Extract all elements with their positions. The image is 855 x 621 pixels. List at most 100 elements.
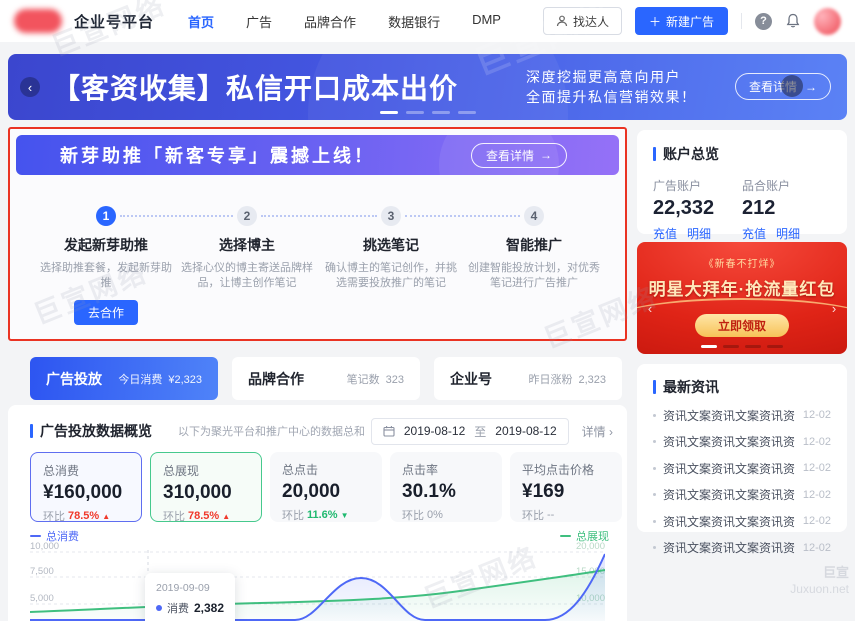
news-item[interactable]: 资讯文案资讯文案资讯资...12-02 — [653, 539, 831, 556]
y-right-tick: 20,000 — [576, 542, 605, 552]
news-item[interactable]: 资讯文案资讯文案资讯资...12-02 — [653, 513, 831, 530]
go-cooperate-button[interactable]: 去合作 — [74, 300, 138, 325]
latest-news-header: 最新资讯 — [653, 377, 831, 397]
date-to-value[interactable]: 2019-08-12 — [495, 424, 557, 438]
claim-now-button[interactable]: 立即领取 — [695, 314, 789, 337]
carousel-prev-icon[interactable]: ‹ — [20, 77, 40, 97]
legend-total-impressions[interactable]: 总展现 — [560, 528, 609, 544]
hero-carousel-indicators[interactable] — [379, 111, 476, 114]
onboarding-steps: 1 发起新芽助推 选择助推套餐，发起新芽助推 去合作 2 选择博主 选择心仪的博… — [10, 175, 625, 339]
news-item-text[interactable]: 资讯文案资讯文案资讯资... — [663, 488, 795, 502]
indicator-dash[interactable] — [745, 345, 761, 348]
sprout-banner-cta-button[interactable]: 查看详情 → — [470, 142, 567, 168]
step-4-desc: 创建智能投放计划，对优秀笔记进行广告推广 — [468, 262, 600, 289]
account-overview-header: 账户总览 — [653, 144, 831, 164]
nav-home[interactable]: 首页 — [188, 14, 215, 30]
news-item[interactable]: 资讯文案资讯文案资讯资...12-02 — [653, 433, 831, 450]
watermark-site: 巨宣 Juxuon.net — [790, 565, 849, 597]
indicator-dash[interactable] — [701, 345, 717, 348]
user-avatar[interactable] — [814, 7, 841, 35]
indicator-dash[interactable] — [405, 111, 424, 114]
news-item-text[interactable]: 资讯文案资讯文案资讯资... — [663, 461, 795, 476]
bullet-dot — [653, 413, 656, 417]
sprout-banner-title: 新芽助推「新客专享」震撼上线！ — [60, 146, 375, 166]
news-item[interactable]: 资讯文案资讯文案资讯资...12-02 — [653, 460, 831, 477]
bullet-dot — [653, 440, 656, 443]
account-overview-title: 账户总览 — [663, 146, 719, 162]
account-overview-card: 账户总览 广告账户 22,332 充值 明细 品合账户 212 充值 明细 — [637, 130, 847, 241]
date-from-value[interactable]: 2019-08-12 — [403, 424, 466, 438]
stat-label: 总消费 — [43, 464, 80, 478]
tab-ad-delivery[interactable]: 广告投放 今日消费¥2,323 — [30, 357, 218, 400]
carousel-next-icon[interactable] — [781, 75, 803, 97]
person-icon — [556, 15, 568, 27]
stat-value: 310,000 — [163, 482, 232, 503]
step-3-title: 挑选笔记 — [363, 237, 419, 253]
campaign-carousel-indicators[interactable] — [701, 345, 783, 348]
sprout-boost-banner[interactable]: 新芽助推「新客专享」震撼上线！ 查看详情 → — [16, 135, 619, 175]
carousel-next-icon[interactable]: › — [831, 300, 837, 316]
find-talent-button[interactable]: 找达人 — [542, 7, 622, 35]
annotation-red-box: 新芽助推「新客专享」震撼上线！ 查看详情 → 1 发起新芽助推 选择助推套餐，发… — [8, 127, 627, 341]
indicator-dash[interactable] — [431, 111, 450, 114]
campaign-banner[interactable]: 《新春不打烊》 明星大拜年·抢流量红包 立即领取 ‹ › — [637, 242, 847, 354]
detail-link[interactable]: 明细 — [687, 227, 712, 241]
tab-label: 企业号 — [450, 370, 492, 387]
step-1-number: 1 — [96, 206, 116, 226]
indicator-dash[interactable] — [767, 345, 783, 348]
find-talent-label: 找达人 — [572, 14, 609, 29]
news-item[interactable]: 资讯文案资讯文案资讯资...12-02 — [653, 407, 831, 424]
title-bar-accent — [653, 147, 656, 161]
plus-icon: ＋ — [648, 14, 661, 29]
bell-icon[interactable] — [785, 13, 801, 29]
stat-avg-cpc[interactable]: 平均点击价格 ¥169 环比-- — [510, 452, 622, 522]
trend-line-chart[interactable]: 10,000 7,500 5,000 20,000 15,000 10,000 — [30, 542, 605, 621]
news-item-text[interactable]: 资讯文案资讯文案资讯资... — [663, 435, 795, 449]
overview-hint: 以下为聚光平台和推广中心的数据总和 — [178, 426, 365, 438]
tooltip-series-label: 消费 — [167, 603, 189, 615]
new-ad-button[interactable]: ＋ 新建广告 — [634, 7, 728, 35]
news-item-date: 12-02 — [802, 488, 831, 501]
change-value: 0% — [427, 509, 443, 521]
sprout-cta-label: 查看详情 — [485, 148, 534, 163]
indicator-dash[interactable] — [379, 111, 398, 114]
news-item-text[interactable]: 资讯文案资讯文案资讯资... — [663, 514, 795, 529]
carousel-prev-icon[interactable]: ‹ — [647, 300, 653, 316]
news-item-text[interactable]: 资讯文案资讯文案资讯资... — [663, 408, 795, 423]
step-3: 3 挑选笔记 确认博主的笔记创作，并挑选需要投放推广的笔记 — [316, 206, 466, 291]
top-navbar: 企业号平台 首页 广告 品牌合作 数据银行 DMP 找达人 ＋ 新建广告 ? — [0, 0, 855, 42]
date-range-picker[interactable]: 2019-08-12 至 2019-08-12 — [370, 417, 569, 445]
news-item[interactable]: 资讯文案资讯文案资讯资... 12-02 — [653, 486, 831, 503]
recharge-link[interactable]: 充值 — [742, 227, 767, 241]
legend-total-spend[interactable]: 总消费 — [30, 528, 79, 544]
hero-banner[interactable]: ‹ 【客资收集】私信开口成本出价 深度挖掘更高意向用户 全面提升私信营销效果！ … — [8, 54, 847, 120]
nav-data-bank[interactable]: 数据银行 — [388, 14, 441, 30]
nav-dmp[interactable]: DMP — [472, 11, 501, 27]
step-2-title: 选择博主 — [219, 237, 275, 253]
indicator-dash[interactable] — [457, 111, 476, 114]
detail-link[interactable]: 明细 — [776, 227, 801, 241]
watermark-site-name: 巨宣 — [822, 565, 849, 580]
step-1-desc: 选择助推套餐，发起新芽助推 — [40, 262, 172, 289]
compare-label: 环比 — [522, 510, 544, 522]
app-title: 企业号平台 — [74, 13, 155, 31]
nav-brand-coop[interactable]: 品牌合作 — [304, 14, 357, 30]
indicator-dash[interactable] — [723, 345, 739, 348]
nav-ads[interactable]: 广告 — [246, 14, 273, 30]
title-bar-accent — [653, 380, 656, 394]
legend-label: 总展现 — [576, 531, 609, 543]
stat-value: ¥169 — [522, 481, 565, 502]
new-ad-label: 新建广告 — [665, 14, 714, 29]
decorative-swoosh — [637, 298, 847, 342]
recharge-link[interactable]: 充值 — [653, 227, 678, 241]
overview-detail-link[interactable]: 详情 › — [581, 424, 613, 439]
help-icon[interactable]: ? — [755, 12, 772, 30]
news-item-text[interactable]: 资讯文案资讯文案资讯资... — [663, 541, 795, 555]
